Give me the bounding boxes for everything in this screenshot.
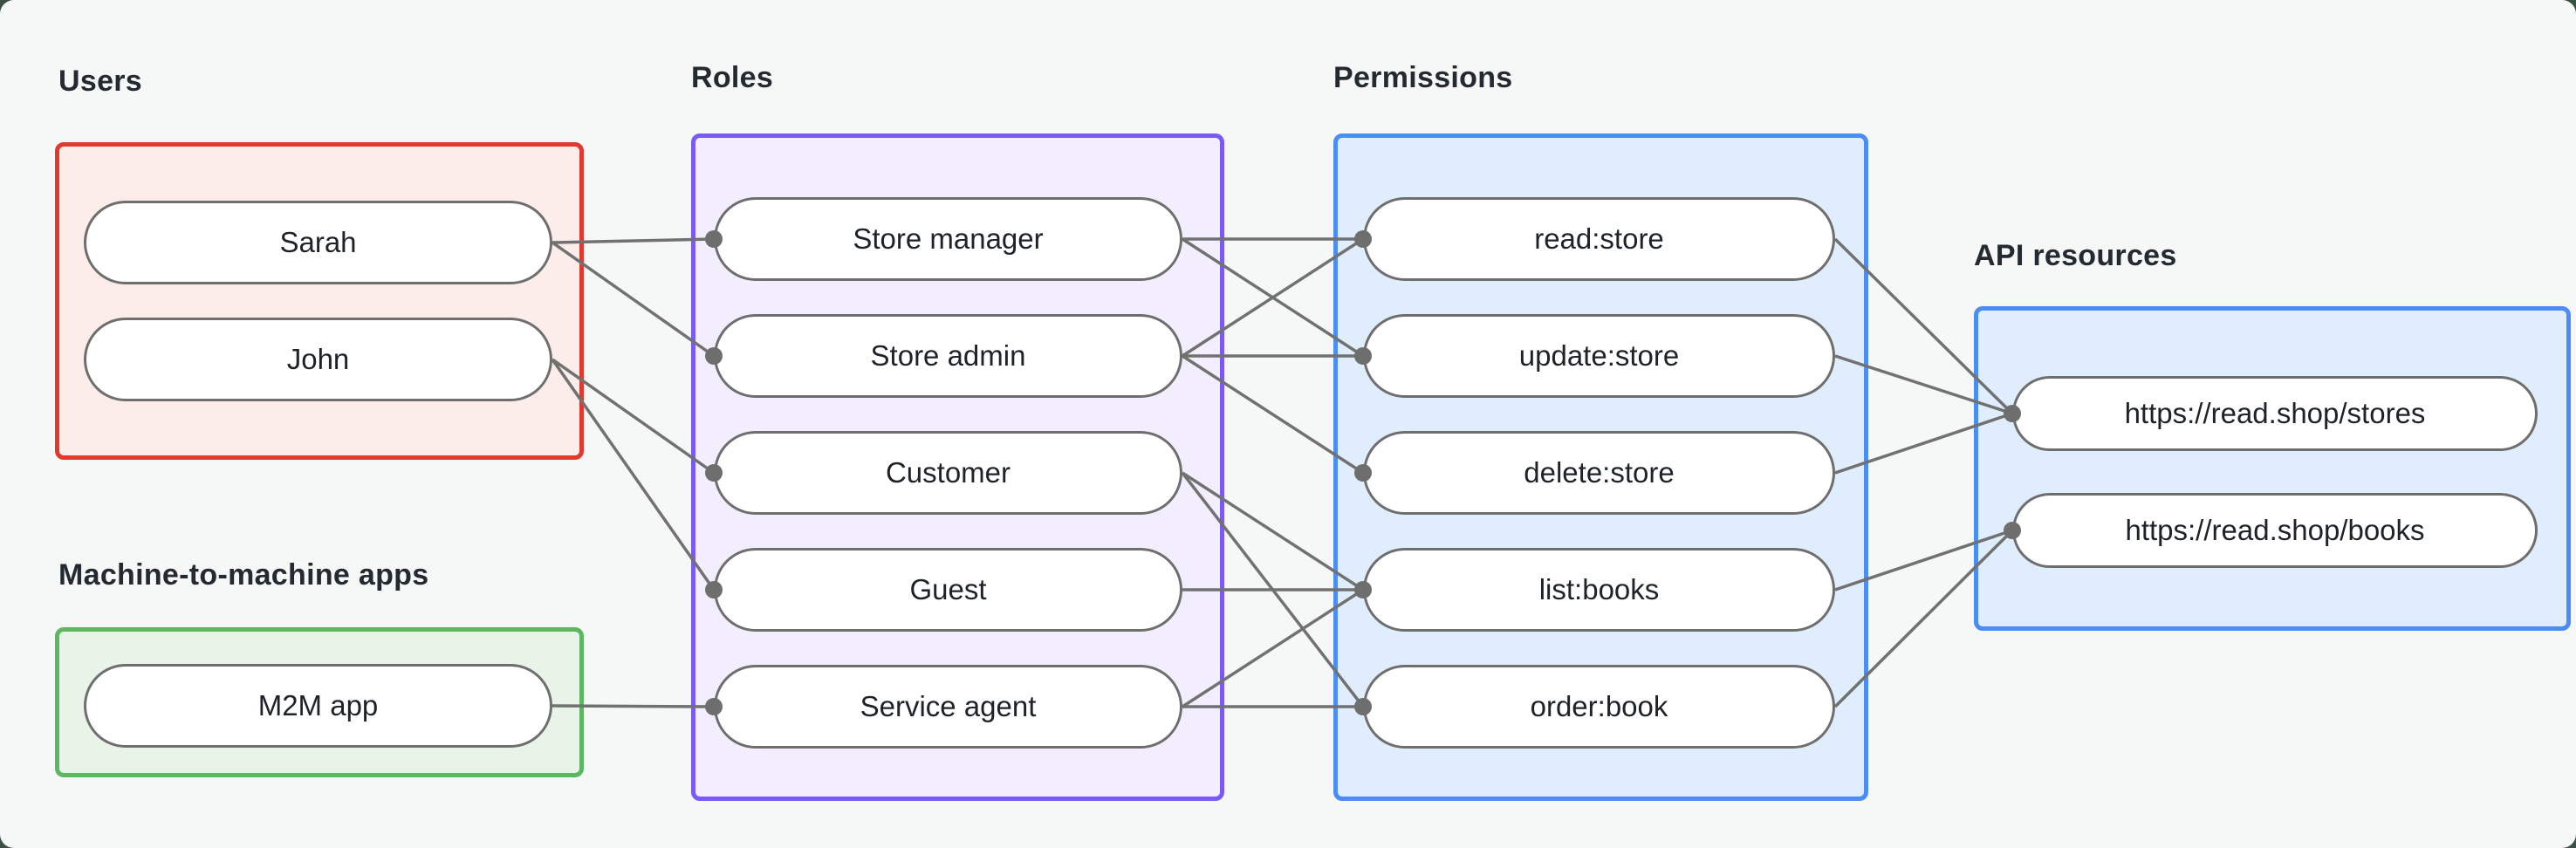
- node-store_admin: Store admin: [714, 314, 1182, 398]
- node-sarah: Sarah: [84, 201, 552, 284]
- node-read_store: read:store: [1363, 197, 1835, 281]
- users-group-box: [55, 142, 584, 460]
- node-update_store: update:store: [1363, 314, 1835, 398]
- node-books_api: https://read.shop/books: [2012, 493, 2538, 568]
- node-list_books: list:books: [1363, 548, 1835, 632]
- m2m-group-label: Machine-to-machine apps: [58, 558, 429, 592]
- node-service_agent: Service agent: [714, 665, 1182, 749]
- node-guest: Guest: [714, 548, 1182, 632]
- node-delete_store: delete:store: [1363, 431, 1835, 515]
- node-stores_api: https://read.shop/stores: [2012, 376, 2538, 451]
- api-group-label: API resources: [1974, 239, 2177, 272]
- node-john: John: [84, 318, 552, 401]
- node-store_manager: Store manager: [714, 197, 1182, 281]
- node-customer: Customer: [714, 431, 1182, 515]
- api-group-box: [1974, 306, 2571, 631]
- roles-group-label: Roles: [691, 61, 774, 94]
- permissions-group-label: Permissions: [1333, 61, 1513, 94]
- node-m2m_app: M2M app: [84, 664, 552, 748]
- users-group-label: Users: [58, 65, 143, 98]
- node-order_book: order:book: [1363, 665, 1835, 749]
